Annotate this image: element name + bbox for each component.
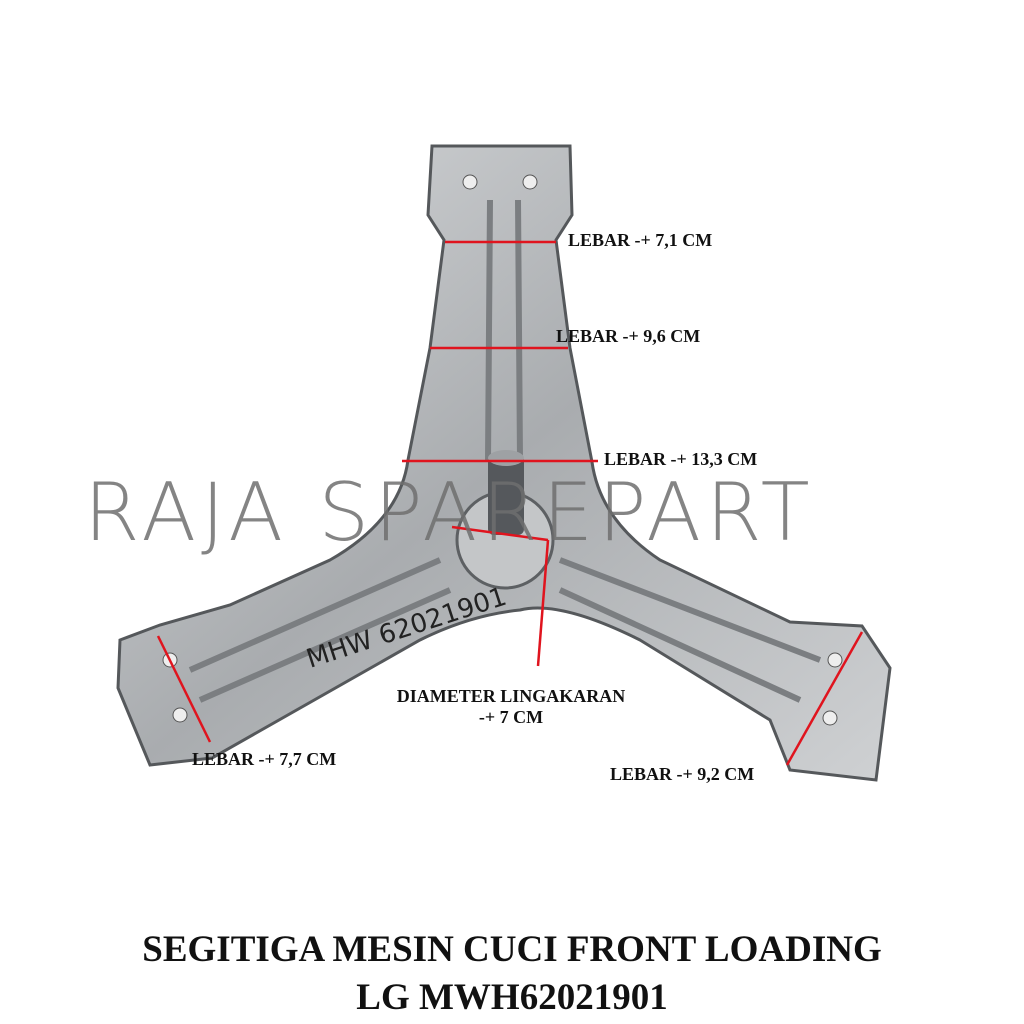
label-diameter-line2: -+ 7 CM <box>478 707 544 727</box>
label-top-mid-width: LEBAR -+ 9,6 CM <box>556 326 701 346</box>
bolt-hole-icon <box>822 710 838 726</box>
shaft-top <box>488 450 524 466</box>
shaft <box>488 455 524 535</box>
top-arm-rib <box>485 199 523 461</box>
bolt-hole-icon <box>827 652 843 668</box>
right-arm-rib <box>558 557 822 703</box>
bolt-hole-icon <box>462 174 478 190</box>
title-line1: SEGITIGA MESIN CUCI FRONT LOADING <box>142 929 882 970</box>
label-right-end-width: LEBAR -+ 9,2 CM <box>610 764 755 784</box>
left-arm-rib <box>188 557 452 703</box>
label-top-base-width: LEBAR -+ 13,3 CM <box>604 449 758 469</box>
label-diameter: DIAMETER LINGAKARAN -+ 7 CM <box>374 686 648 728</box>
watermark: RAJA SPAREPART <box>84 466 815 559</box>
measure-lines <box>156 240 864 766</box>
bolt-hole-icon <box>172 707 188 723</box>
label-top-end-width: LEBAR -+ 7,1 CM <box>568 230 713 250</box>
title-line2: LG MWH62021901 <box>356 977 668 1018</box>
label-diameter-line1: DIAMETER LINGAKARAN <box>396 686 626 706</box>
bolt-hole-icon <box>522 174 538 190</box>
label-left-end-width: LEBAR -+ 7,7 CM <box>192 749 337 769</box>
